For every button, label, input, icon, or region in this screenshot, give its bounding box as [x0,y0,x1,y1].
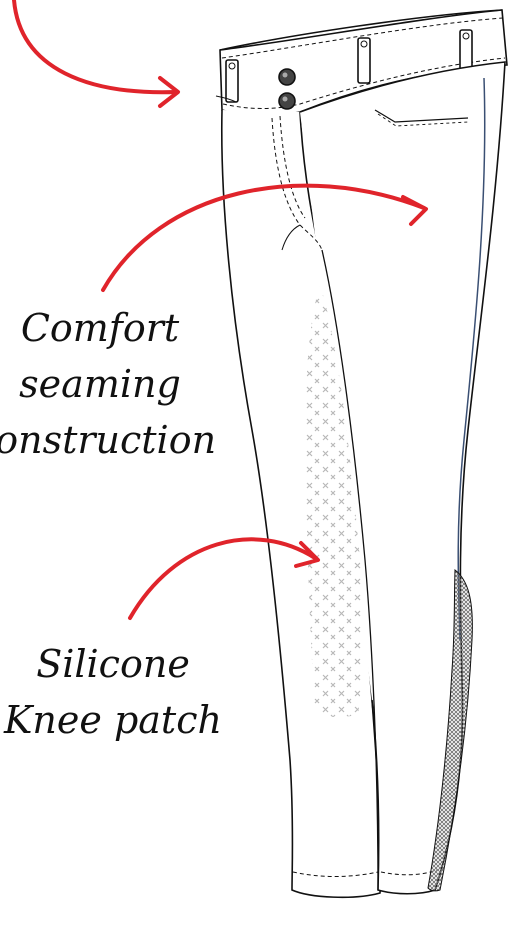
arrow-top [14,0,176,92]
silicone-line-2: Knee patch [3,698,222,742]
belt-loop [358,38,370,83]
silicone-callout: Silicone Knee patch [3,642,222,742]
button-icon [279,93,295,109]
button-icon [279,69,295,85]
comfort-line-3: construction [0,418,216,462]
comfort-line-2: seaming [19,362,181,406]
breeches-illustration [216,10,507,897]
comfort-callout: Comfort seaming construction [0,306,216,462]
belt-loop [460,30,472,72]
silicone-line-1: Silicone [36,642,190,686]
comfort-line-1: Comfort [21,306,180,350]
belt-loop [226,60,238,102]
